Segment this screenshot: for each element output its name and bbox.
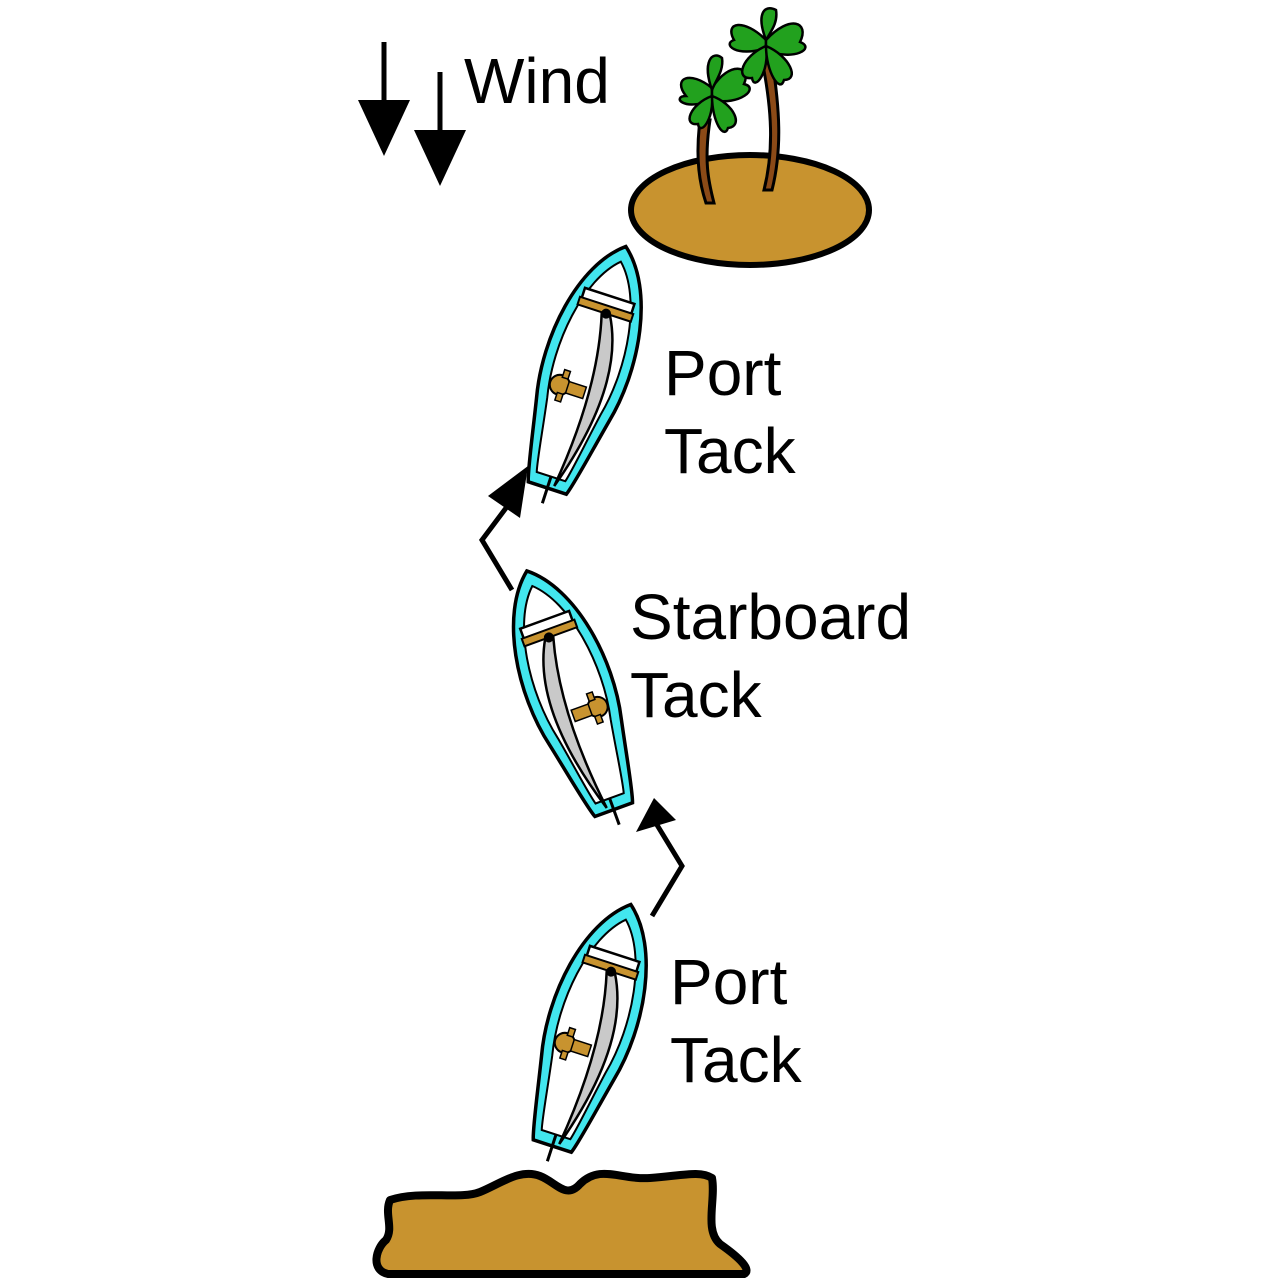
course-arrow-icon bbox=[482, 466, 528, 590]
sailboat-icon bbox=[486, 556, 660, 840]
sailboat-icon bbox=[506, 891, 672, 1175]
wind-arrow-icon bbox=[358, 42, 410, 156]
wind-arrow-icon bbox=[414, 72, 466, 186]
shore-icon bbox=[376, 1174, 746, 1274]
course-arrow-icon bbox=[636, 798, 682, 916]
island-icon bbox=[631, 155, 869, 265]
